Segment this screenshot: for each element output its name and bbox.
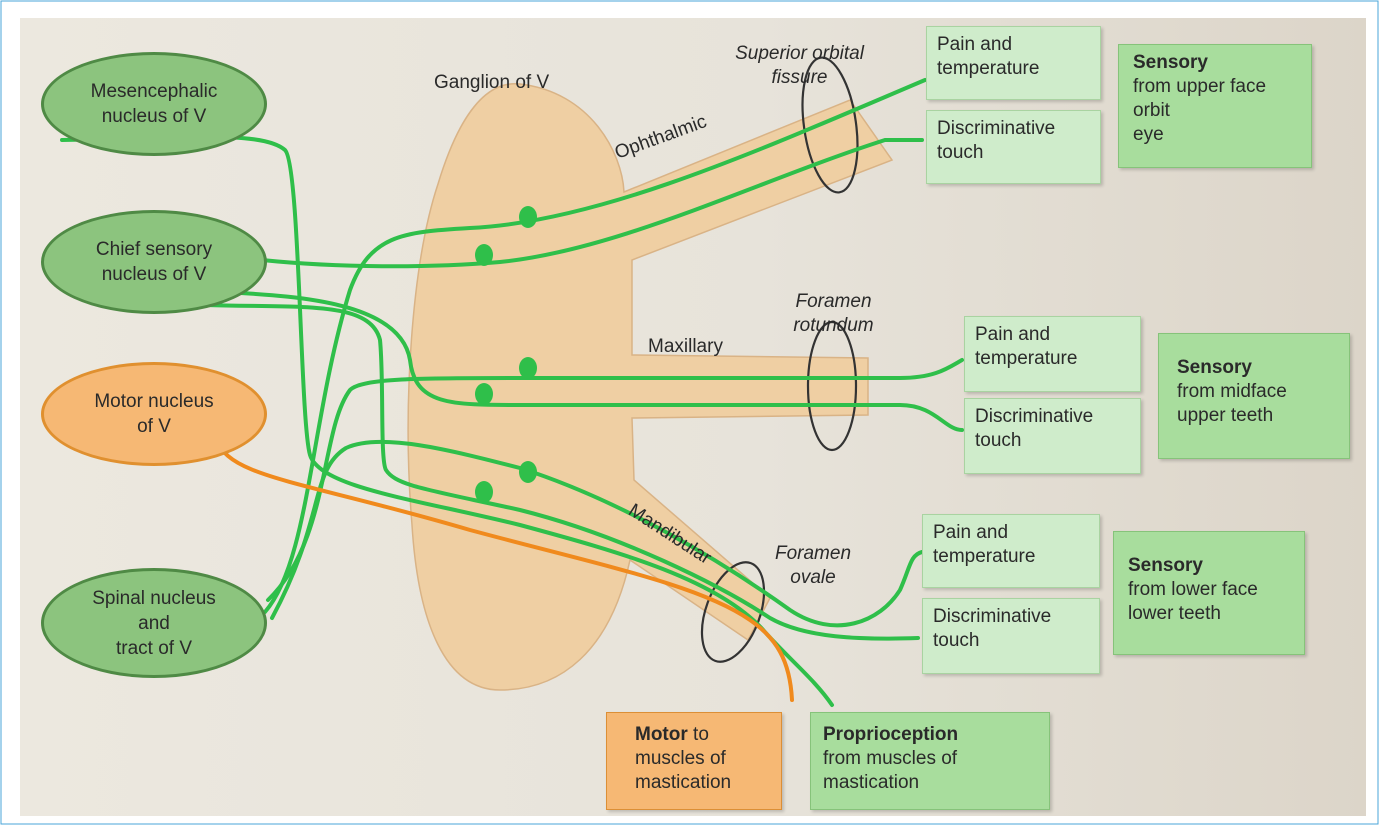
man-sensory-title: Sensory: [1128, 555, 1203, 576]
spinal-nucleus: Spinal nucleus and tract of V: [41, 568, 267, 678]
ganglion-shape: [407, 83, 894, 691]
oph-touch-box: Discriminative touch: [926, 110, 1101, 184]
ganglion-title: Ganglion of V: [434, 72, 550, 93]
fiber-motor: [214, 436, 794, 702]
fiber-spinal-to-man-pain: [270, 439, 924, 628]
cell-body-max-2: [475, 383, 493, 405]
cell-body-max-1: [519, 357, 537, 379]
superior-orbital-fissure-label: Superior orbital fissure: [735, 43, 864, 88]
fiber-chief-to-max-touch: [223, 290, 964, 432]
man-sensory-detail: from lower face lower teeth: [1128, 579, 1258, 624]
man-pain-text: Pain and temperature: [933, 522, 1036, 567]
superior-orbital-fissure-ring: [801, 56, 859, 194]
spinal-nucleus-label: Spinal nucleus and tract of V: [92, 587, 216, 659]
oph-pain-text: Pain and temperature: [937, 34, 1040, 79]
max-touch-box: Discriminative touch: [964, 398, 1141, 474]
proprioception-box: Proprioception from muscles of masticatio…: [810, 712, 1050, 810]
man-pain-box: Pain and temperature: [922, 514, 1100, 588]
chief-sensory-nucleus-label: Chief sensory nucleus of V: [95, 239, 213, 285]
oph-sensory-title: Sensory: [1133, 52, 1208, 73]
motor-output-detail: to muscles of mastication: [635, 724, 732, 793]
man-touch-box: Discriminative touch: [922, 598, 1100, 674]
cell-body-oph-1: [519, 206, 537, 228]
mesencephalic-nucleus: Mesencephalic nucleus of V: [41, 52, 267, 156]
cell-body-man-1: [519, 461, 537, 483]
foramen-rotundum-ring: [806, 320, 858, 452]
max-pain-text: Pain and temperature: [975, 324, 1078, 369]
motor-nucleus: Motor nucleus of V: [41, 362, 267, 466]
foramen-ovale-ring: [700, 561, 766, 663]
motor-output-box: Motor to muscles of mastication: [606, 712, 782, 810]
foramen-rotundum-label: Foramen rotundum: [793, 291, 874, 336]
fiber-chief-to-man-touch: [203, 303, 920, 641]
maxillary-label: Maxillary: [648, 336, 723, 357]
max-pain-box: Pain and temperature: [964, 316, 1141, 392]
oph-sensory-detail: from upper face orbit eye: [1133, 76, 1267, 145]
oph-pain-box: Pain and temperature: [926, 26, 1101, 100]
chief-sensory-nucleus: Chief sensory nucleus of V: [41, 210, 267, 314]
oph-touch-text: Discriminative touch: [937, 118, 1056, 163]
man-touch-text: Discriminative touch: [933, 606, 1052, 651]
motor-nucleus-label: Motor nucleus of V: [94, 391, 214, 437]
cell-body-man-2: [475, 481, 493, 503]
max-sensory-box: Sensory from midface upper teeth: [1158, 333, 1350, 459]
fiber-chief-to-oph-touch: [260, 138, 924, 269]
mesencephalic-nucleus-label: Mesencephalic nucleus of V: [90, 81, 218, 127]
proprioception-detail: from muscles of mastication: [823, 748, 958, 793]
proprioception-title: Proprioception: [823, 724, 959, 745]
max-sensory-title: Sensory: [1177, 357, 1252, 378]
man-sensory-box: Sensory from lower face lower teeth: [1113, 531, 1305, 655]
max-sensory-detail: from midface upper teeth: [1177, 381, 1287, 426]
cell-body-oph-2: [475, 244, 493, 266]
max-touch-text: Discriminative touch: [975, 406, 1094, 451]
motor-output-title: Motor: [635, 724, 688, 745]
foramen-ovale-label: Foramen ovale: [774, 543, 852, 588]
oph-sensory-box: Sensory from upper face orbit eye: [1118, 44, 1312, 168]
